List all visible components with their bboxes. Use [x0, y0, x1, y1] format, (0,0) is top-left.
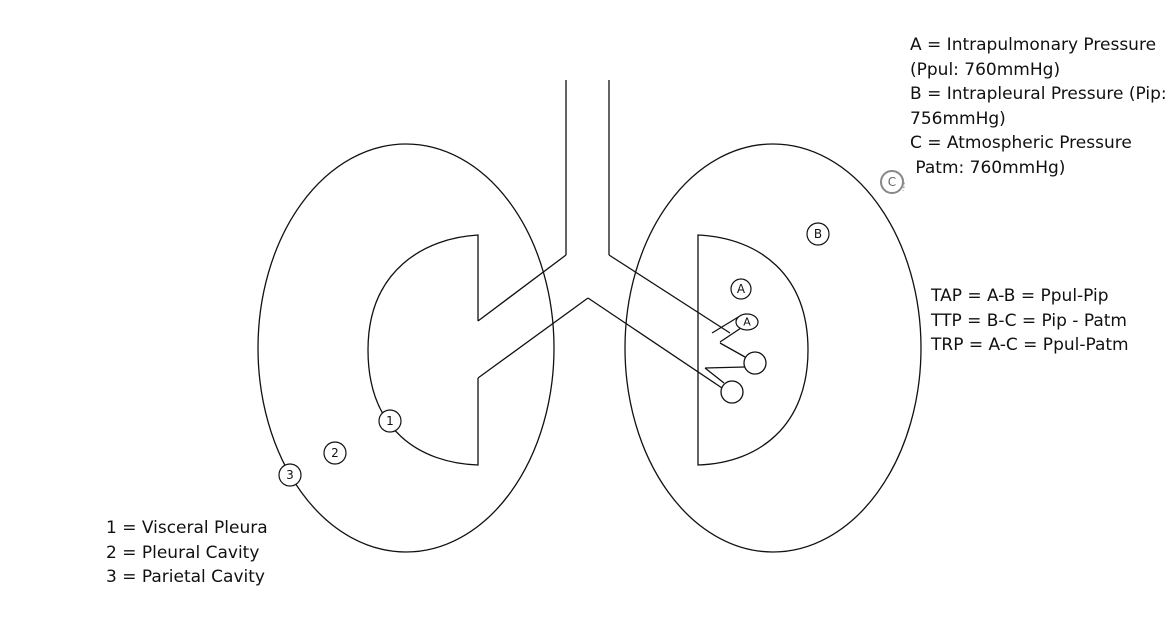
left-lung-inner-outline — [367, 234, 479, 466]
left-bronchus-upper — [477, 254, 567, 322]
right-lung-inner-outline — [697, 234, 809, 466]
marker-a-lower-circle — [735, 313, 759, 331]
marker-2-label: 2 — [331, 446, 339, 460]
alveolus-lower — [720, 380, 744, 404]
legend-line: 756mmHg) — [910, 108, 1006, 129]
marker-3-circle — [278, 463, 302, 487]
legend-line: B = Intrapleural Pressure (Pip: — [910, 84, 1167, 105]
marker-c-tail — [900, 174, 905, 192]
right-lung-outer-outline — [624, 143, 922, 553]
equation-line: TAP = A-B = Ppul-Pip — [931, 286, 1109, 306]
left-bronchus-lower — [477, 297, 589, 379]
marker-c-circle — [880, 170, 904, 194]
marker-c-label: C — [888, 175, 896, 189]
marker-1-label: 1 — [386, 414, 394, 428]
pleura-legend-line: 3 = Parietal Cavity — [106, 567, 265, 588]
alveolus-branch-3 — [719, 342, 746, 358]
alveolus-upper — [743, 351, 767, 375]
left-lung-outer-outline — [257, 143, 555, 553]
alveolus-branch-1 — [711, 315, 741, 334]
equation-line: TRP = A-C = Ppul-Patm — [931, 335, 1129, 356]
marker-3-label: 3 — [286, 468, 294, 482]
legend-line: (Ppul: 760mmHg) — [910, 59, 1061, 80]
equation-line: TTP = B-C = Pip - Patm — [931, 310, 1127, 331]
marker-a-lower-label: A — [743, 316, 751, 329]
legend-line: A = Intrapulmonary Pressure — [910, 35, 1157, 55]
pressure-legend: A = Intrapulmonary Pressure (Ppul: 760mm… — [910, 33, 1167, 181]
pleura-legend: 1 = Visceral Pleura 2 = Pleural Cavity 3… — [106, 516, 268, 590]
marker-a-upper-label: A — [737, 282, 746, 296]
pleura-legend-line: 1 = Visceral Pleura — [106, 518, 268, 538]
marker-2-circle — [323, 441, 347, 465]
marker-b-label: B — [814, 227, 822, 241]
marker-1-circle — [378, 409, 402, 433]
pleura-legend-line: 2 = Pleural Cavity — [106, 542, 260, 563]
alveolus-branch-4 — [704, 366, 746, 369]
legend-line: C = Atmospheric Pressure — [910, 133, 1132, 154]
right-bronchus-lower — [587, 297, 723, 389]
right-bronchus-upper — [608, 254, 731, 334]
marker-b-circle — [806, 222, 830, 246]
alveolus-branch-5 — [704, 367, 725, 384]
legend-line: Patm: 760mmHg) — [910, 157, 1066, 178]
equation-legend: TAP = A-B = Ppul-Pip TTP = B-C = Pip - P… — [931, 284, 1129, 358]
marker-a-upper-circle — [730, 278, 752, 300]
